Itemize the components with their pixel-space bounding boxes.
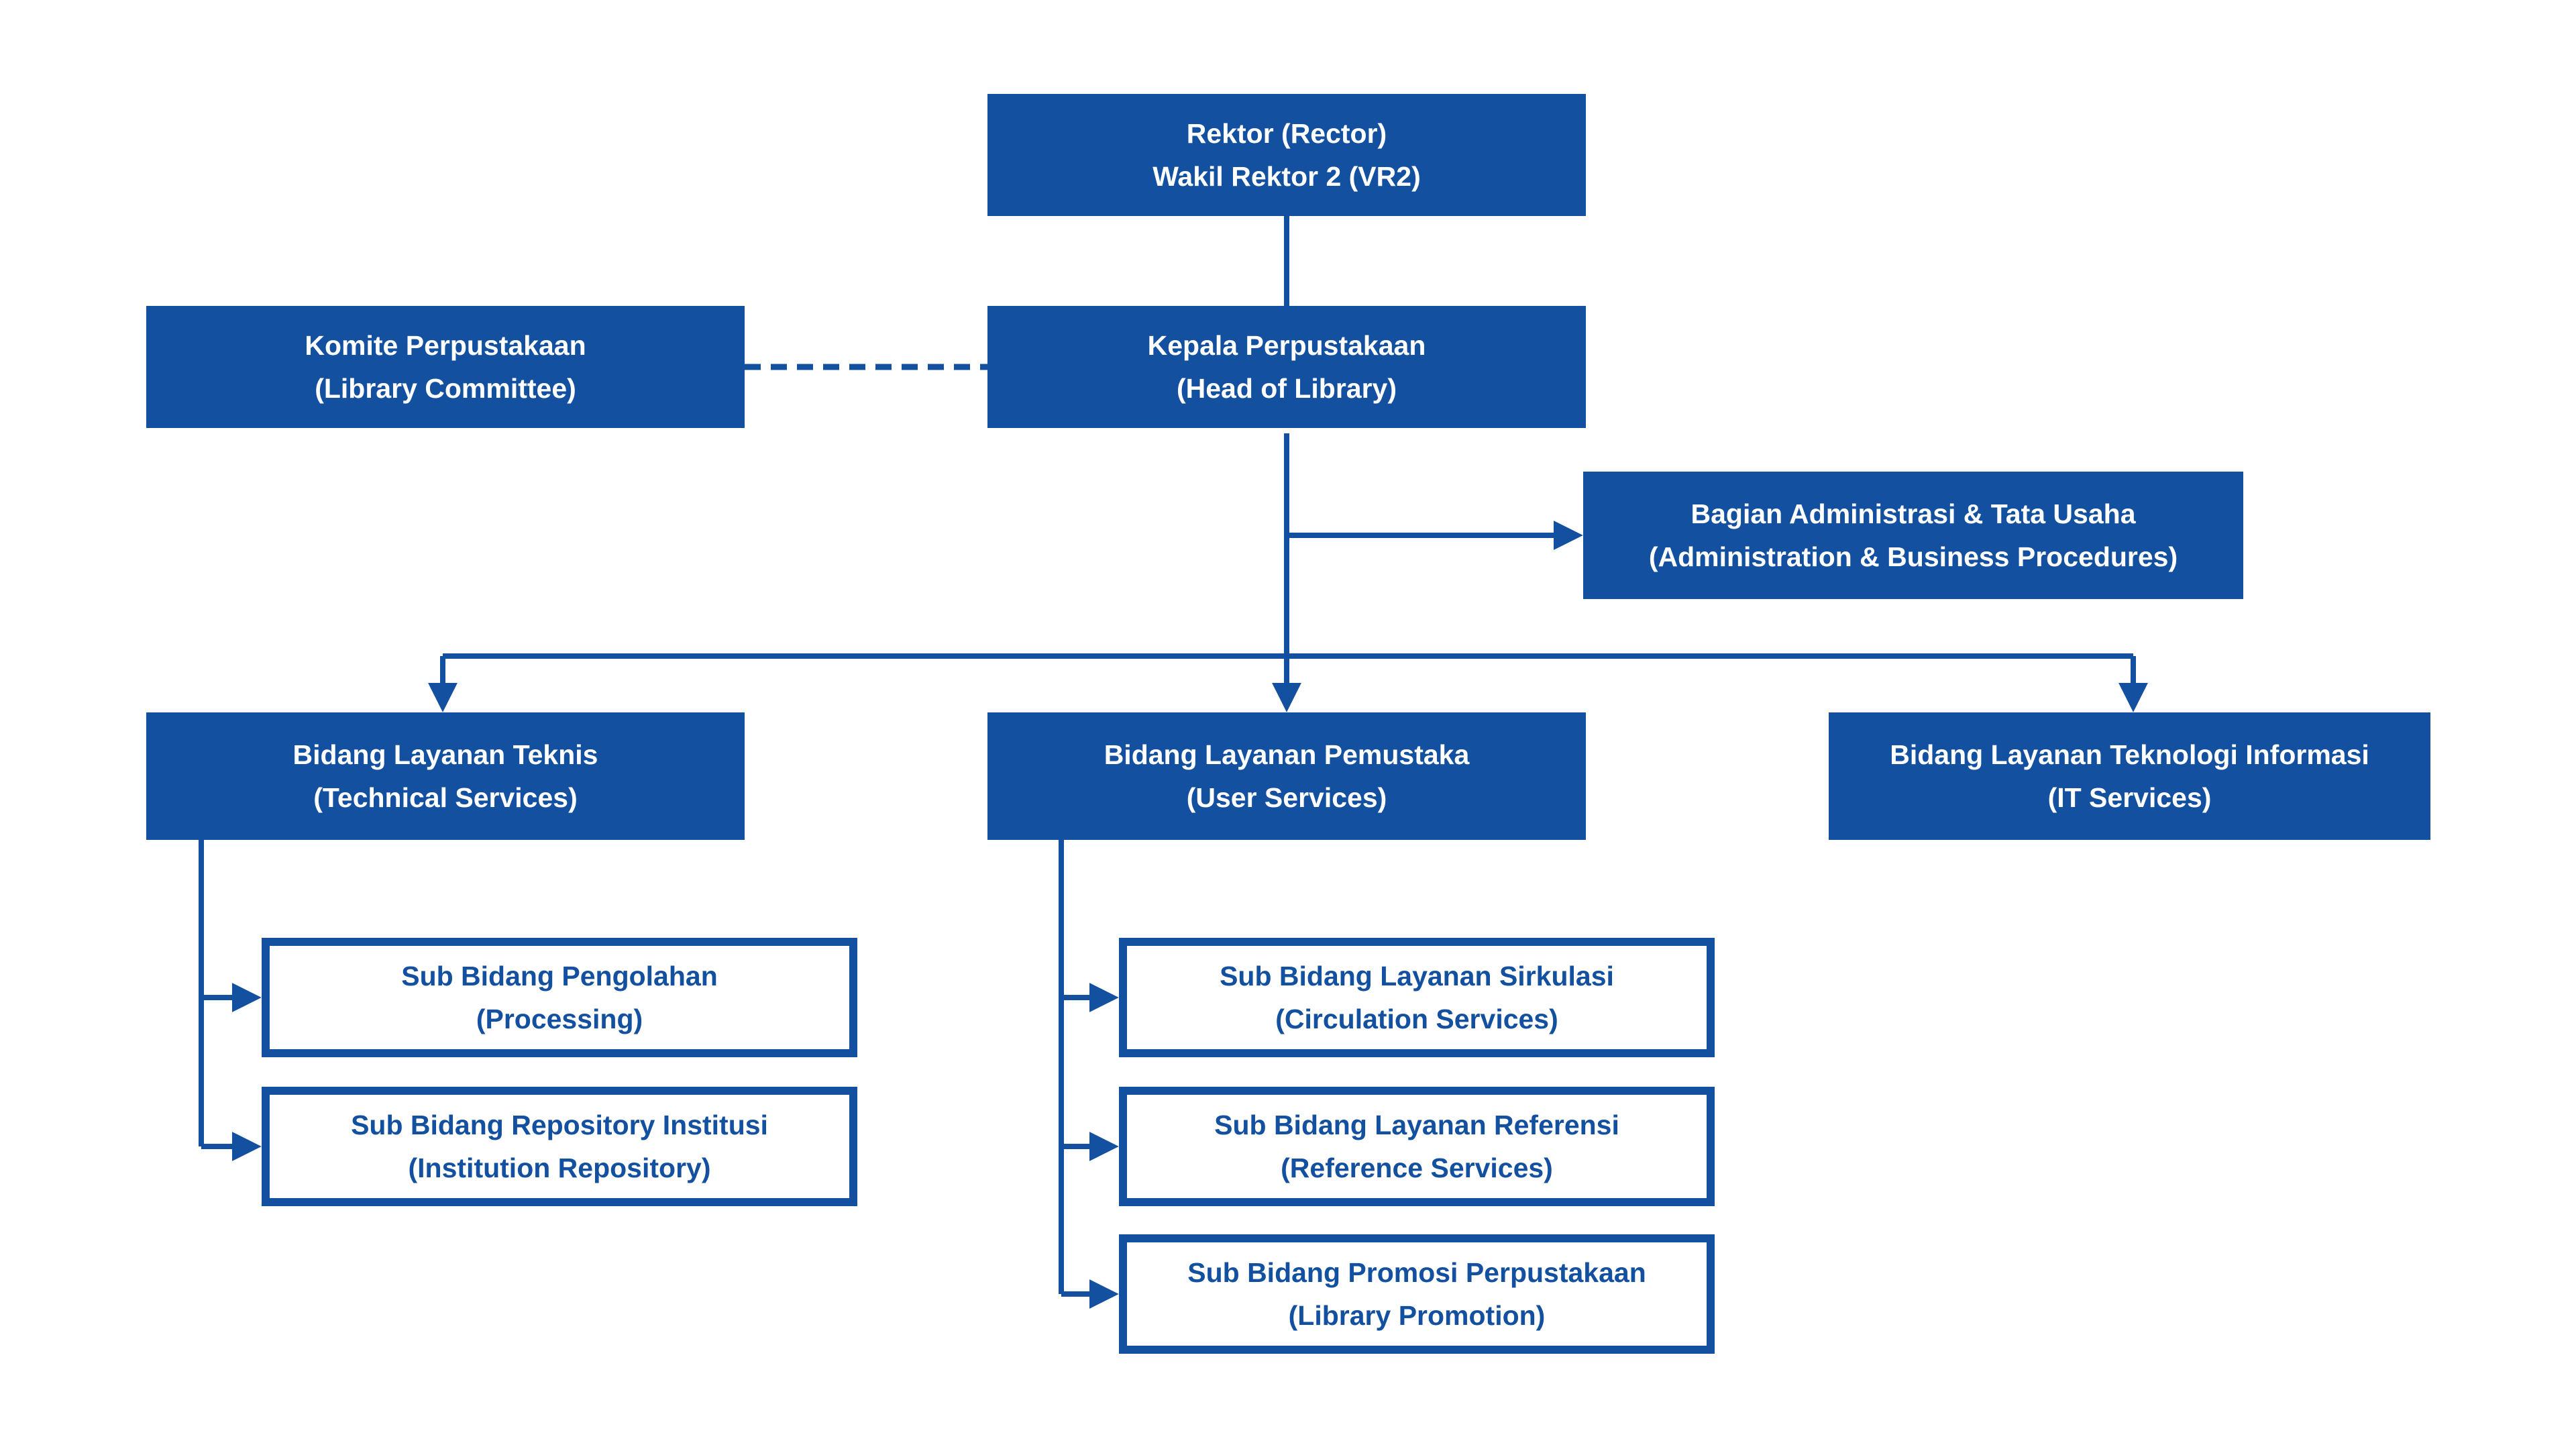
node-administrasi-line2: (Administration & Business Procedures): [1648, 541, 2178, 572]
node-sub-referensi-line1: Sub Bidang Layanan Referensi: [1214, 1110, 1619, 1140]
node-sub-sirkulasi-line2: (Circulation Services): [1275, 1004, 1558, 1034]
node-kepala-line1: Kepala Perpustakaan: [1147, 330, 1426, 361]
node-layanan-pemustaka: Bidang Layanan Pemustaka (User Services): [987, 712, 1586, 840]
node-sub-promosi-line1: Sub Bidang Promosi Perpustakaan: [1187, 1257, 1646, 1288]
node-rektor-line1: Rektor (Rector): [1186, 118, 1387, 149]
node-administrasi: Bagian Administrasi & Tata Usaha (Admini…: [1583, 472, 2243, 599]
node-sub-referensi: Sub Bidang Layanan Referensi (Reference …: [1119, 1087, 1715, 1206]
node-administrasi-line1: Bagian Administrasi & Tata Usaha: [1690, 498, 2136, 529]
node-layanan-ti: Bidang Layanan Teknologi Informasi (IT S…: [1829, 712, 2430, 840]
node-sub-sirkulasi: Sub Bidang Layanan Sirkulasi (Circulatio…: [1119, 938, 1715, 1057]
node-layanan-teknis-line1: Bidang Layanan Teknis: [292, 739, 598, 770]
node-layanan-ti-line2: (IT Services): [2047, 782, 2212, 813]
node-sub-promosi-line2: (Library Promotion): [1288, 1300, 1546, 1331]
node-sub-promosi: Sub Bidang Promosi Perpustakaan (Library…: [1119, 1234, 1715, 1354]
node-komite-line1: Komite Perpustakaan: [305, 330, 586, 361]
node-sub-referensi-line2: (Reference Services): [1281, 1152, 1553, 1183]
node-sub-pengolahan-line2: (Processing): [476, 1004, 643, 1034]
node-sub-repository-line1: Sub Bidang Repository Institusi: [351, 1110, 768, 1140]
node-sub-pengolahan: Sub Bidang Pengolahan (Processing): [262, 938, 857, 1057]
node-layanan-teknis-line2: (Technical Services): [313, 782, 578, 813]
node-sub-sirkulasi-line1: Sub Bidang Layanan Sirkulasi: [1220, 961, 1614, 991]
node-layanan-teknis: Bidang Layanan Teknis (Technical Service…: [146, 712, 745, 840]
node-sub-pengolahan-line1: Sub Bidang Pengolahan: [401, 961, 718, 991]
node-komite-line2: (Library Committee): [315, 373, 576, 404]
node-layanan-pemustaka-line2: (User Services): [1186, 782, 1387, 813]
node-komite: Komite Perpustakaan (Library Committee): [146, 306, 745, 428]
node-sub-repository-line2: (Institution Repository): [408, 1152, 711, 1183]
node-layanan-pemustaka-line1: Bidang Layanan Pemustaka: [1104, 739, 1470, 770]
node-rektor: Rektor (Rector) Wakil Rektor 2 (VR2): [987, 94, 1586, 216]
node-kepala-line2: (Head of Library): [1176, 373, 1397, 404]
node-layanan-ti-line1: Bidang Layanan Teknologi Informasi: [1890, 739, 2369, 770]
node-kepala: Kepala Perpustakaan (Head of Library): [987, 306, 1586, 428]
node-sub-repository: Sub Bidang Repository Institusi (Institu…: [262, 1087, 857, 1206]
node-rektor-line2: Wakil Rektor 2 (VR2): [1152, 161, 1421, 192]
